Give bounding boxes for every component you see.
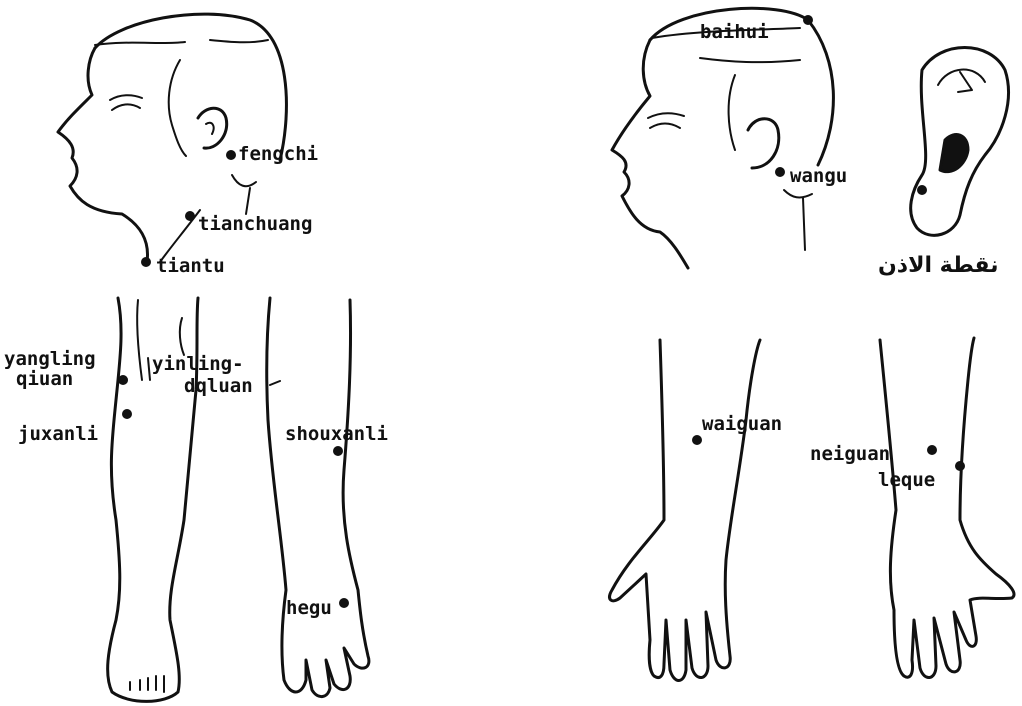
point-dot — [226, 150, 236, 160]
label-fengchi: fengchi — [238, 143, 318, 165]
label-yinlingquan-line1: yinling- — [152, 353, 244, 375]
label-tianchuang: tianchuang — [198, 213, 312, 235]
point-dot — [917, 185, 927, 195]
label-juxanli: juxanli — [18, 423, 98, 445]
label-yinlingquan-line2: dqluan — [184, 375, 253, 397]
arm-right-neiguan — [880, 338, 1014, 678]
point-dot — [333, 446, 343, 456]
mark — [148, 358, 150, 380]
label-leque: leque — [878, 469, 935, 491]
label-waiguan: waiguan — [702, 413, 782, 435]
point-dot — [118, 375, 128, 385]
label-neiguan: neiguan — [810, 443, 890, 465]
label-wangu: wangu — [790, 165, 847, 187]
arm-left — [267, 298, 369, 697]
head-right-side-view — [612, 8, 833, 268]
label-shouxanli: shouxanli — [285, 423, 388, 445]
label-hegu: hegu — [286, 597, 332, 619]
point-dot — [185, 211, 195, 221]
arm-middle-waiguan — [610, 340, 760, 681]
ear-illustration — [911, 48, 1009, 236]
point-dot — [955, 461, 965, 471]
point-dot — [775, 167, 785, 177]
label-tiantu: tiantu — [156, 255, 225, 277]
point-dot — [927, 445, 937, 455]
label-yanglingquan-line1: yangling — [4, 348, 96, 370]
point-dot — [141, 257, 151, 267]
point-dot — [692, 435, 702, 445]
point-dot — [803, 15, 813, 25]
point-dot — [122, 409, 132, 419]
point-dot — [339, 598, 349, 608]
label-baihui: baihui — [700, 21, 769, 43]
mark — [270, 381, 280, 385]
label-ear-point: نقطة الاذن — [878, 253, 999, 278]
label-yanglingquan-line2: qiuan — [16, 368, 73, 390]
